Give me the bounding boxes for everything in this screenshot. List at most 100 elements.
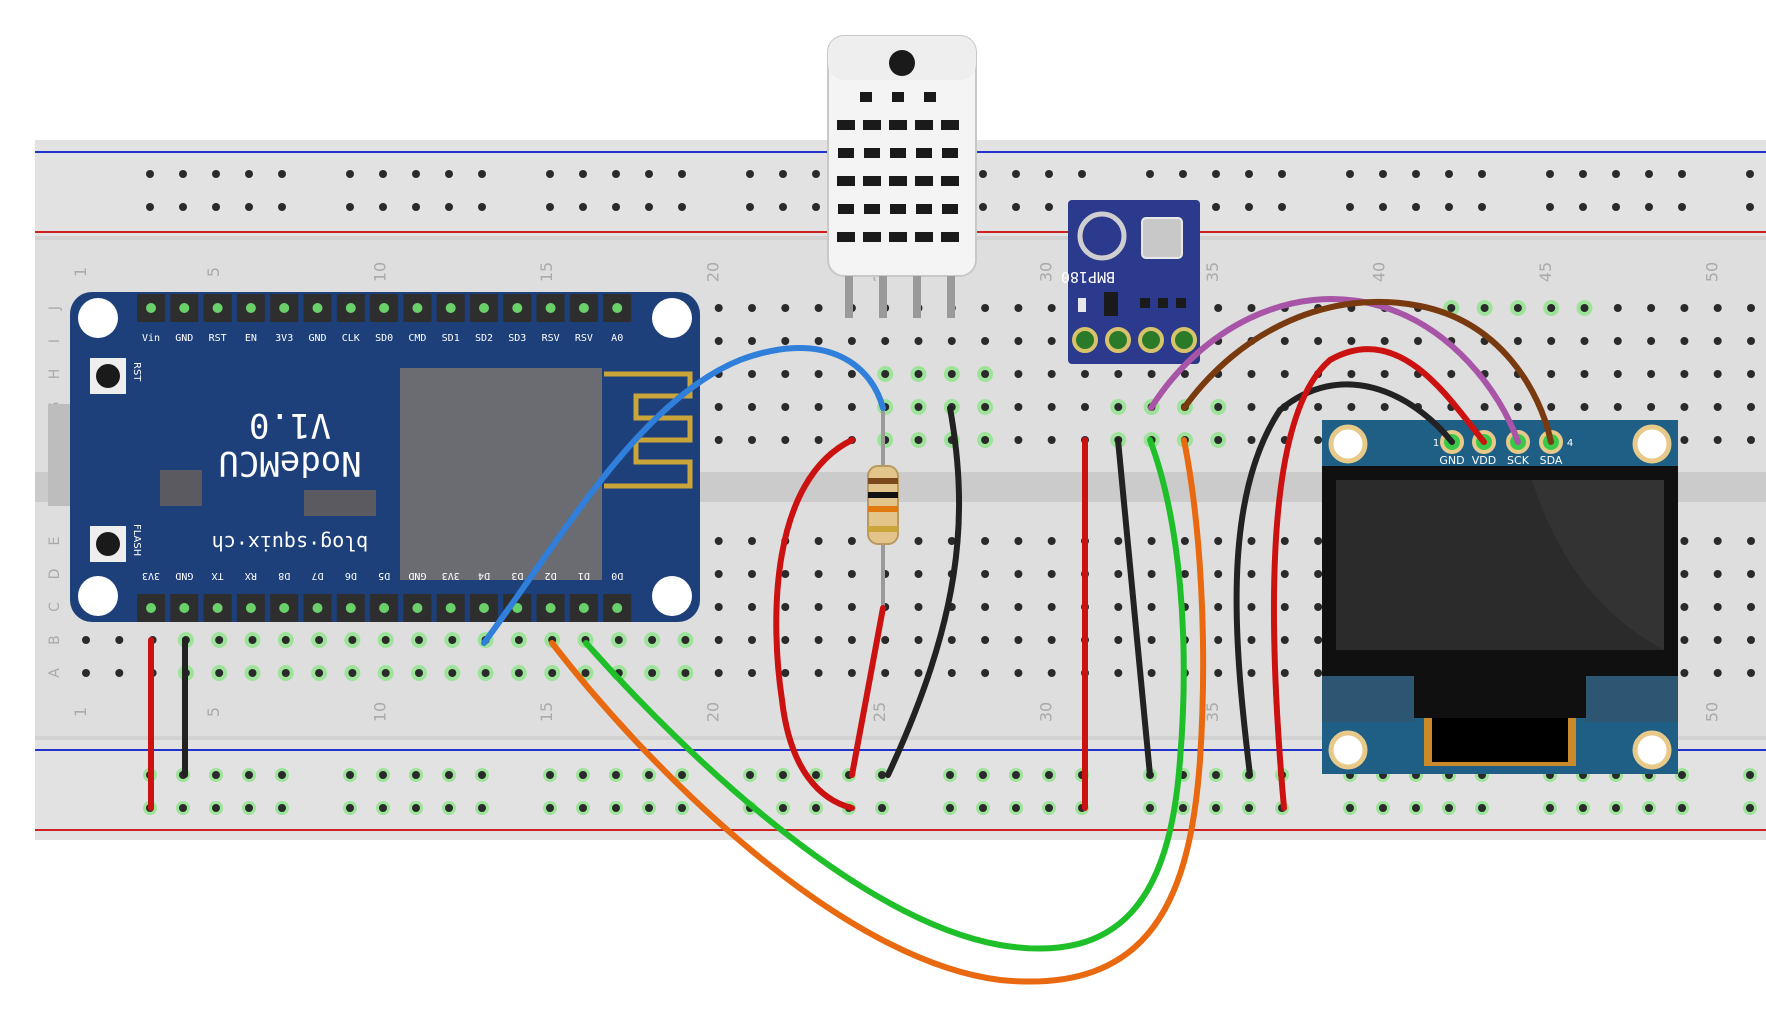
rail-hole (346, 804, 354, 812)
column-number: 30 (1037, 702, 1056, 722)
wire-black-oled-gnd[interactable] (1233, 381, 1455, 778)
bmp180-pin (1072, 327, 1098, 353)
breadboard-hole (1347, 370, 1356, 378)
breadboard-hole (1713, 570, 1722, 578)
header-pin[interactable] (612, 603, 623, 613)
breadboard-hole (1747, 304, 1755, 312)
header-pin[interactable] (212, 603, 223, 613)
header-pin[interactable] (146, 303, 156, 313)
dht22-vent (863, 120, 881, 130)
breadboard-hole (1147, 370, 1156, 378)
dht22-vent (889, 176, 907, 186)
wire-red-dht-vcc-loop[interactable] (773, 437, 855, 811)
breadboard-hole (1713, 436, 1722, 444)
breadboard-hole (1680, 603, 1689, 611)
header-pin[interactable] (612, 303, 623, 313)
rail-hole (1212, 804, 1220, 812)
header-pin[interactable] (512, 303, 523, 313)
bmp180-smd (1140, 298, 1150, 308)
breadboard-hole (1114, 603, 1123, 611)
header-pin[interactable] (479, 303, 489, 313)
rail-hole (412, 771, 420, 779)
breadboard-hole (1147, 669, 1156, 677)
rail-hole (1379, 170, 1387, 178)
breadboard-hole (748, 537, 756, 545)
wire-black-bmp-gnd[interactable] (1115, 437, 1153, 778)
breadboard-hole (1513, 304, 1522, 312)
mount-hole-icon (1632, 730, 1672, 770)
wire-orange-d2-to-bmp[interactable] (549, 437, 1207, 985)
rail-hole (278, 170, 286, 178)
header-pin[interactable] (412, 603, 423, 613)
dht22-vent (890, 148, 906, 158)
header-pin[interactable] (412, 303, 423, 313)
header-pin[interactable] (512, 603, 523, 613)
header-pin[interactable] (312, 603, 323, 613)
rail-hole (1612, 203, 1620, 211)
rail-hole (478, 771, 486, 779)
breadboard-hole (981, 370, 990, 378)
wire-purple-sck[interactable] (1148, 296, 1521, 445)
wire-brown-sda[interactable] (1181, 298, 1554, 445)
rail-hole (546, 170, 554, 178)
header-pin[interactable] (578, 603, 589, 613)
breadboard-hole (1081, 403, 1089, 411)
header-pin[interactable] (545, 303, 556, 313)
wire-black-dht-gnd[interactable] (885, 405, 963, 778)
breadboard-hole (1280, 636, 1289, 644)
wire-red-resistor-to-rail[interactable] (849, 605, 886, 778)
column-number: 20 (704, 262, 723, 282)
breadboard-hole (714, 636, 723, 644)
header-pin[interactable] (445, 303, 456, 313)
bmp180-pin (1105, 327, 1131, 353)
breadboard-hole (1014, 636, 1023, 644)
breadboard-hole (814, 603, 823, 611)
header-pin[interactable] (245, 603, 256, 613)
rail-hole (179, 203, 187, 211)
header-pin[interactable] (445, 603, 456, 613)
header-pin[interactable] (212, 303, 223, 313)
header-pin[interactable] (545, 603, 556, 613)
dht22-vent (941, 120, 959, 130)
rail-hole (779, 203, 787, 211)
breadboard-hole (781, 304, 790, 312)
breadboard-labels: 1155101015152020252530303535404045455050… (47, 262, 1722, 722)
nodemcu-pin-label: TX (212, 570, 224, 581)
header-pin[interactable] (146, 603, 156, 613)
header-pin[interactable] (179, 603, 190, 613)
breadboard-hole (1613, 337, 1622, 345)
flash-button-cap (96, 532, 120, 556)
bmp180-smd (1078, 298, 1086, 312)
dht22-vent (942, 204, 958, 214)
nodemcu-bottom-header (137, 594, 632, 622)
rail-hole (779, 170, 787, 178)
header-pin[interactable] (245, 303, 256, 313)
wire-blue-d4-to-dht[interactable] (481, 345, 886, 646)
rail-hole (1346, 804, 1354, 812)
header-pin[interactable] (578, 303, 589, 313)
header-pin[interactable] (179, 303, 190, 313)
breadboard-hole (1047, 636, 1056, 644)
rail-hole (546, 804, 554, 812)
breadboard-hole (981, 669, 990, 677)
header-pin[interactable] (479, 603, 489, 613)
header-pin[interactable] (279, 303, 290, 313)
breadboard-hole (1314, 403, 1323, 411)
resistor-band (868, 478, 898, 484)
rail-hole (245, 804, 253, 812)
wire-green-d1-to-bmp[interactable] (583, 437, 1187, 952)
header-pin[interactable] (312, 303, 323, 313)
header-pin[interactable] (279, 603, 290, 613)
header-pin[interactable] (379, 603, 390, 613)
breadboard-hole (847, 537, 856, 545)
rail-hole (579, 771, 587, 779)
wire-red-oled-vdd[interactable] (1270, 346, 1487, 811)
nodemcu-board: RST FLASH V1.0 NodeMCU blog·squix·ch Vin… (48, 292, 700, 622)
header-pin[interactable] (379, 303, 390, 313)
breadboard-hole (1547, 370, 1556, 378)
breadboard-hole (914, 636, 923, 644)
header-pin[interactable] (345, 603, 356, 613)
header-pin[interactable] (345, 303, 356, 313)
dht22-pin (913, 276, 921, 318)
